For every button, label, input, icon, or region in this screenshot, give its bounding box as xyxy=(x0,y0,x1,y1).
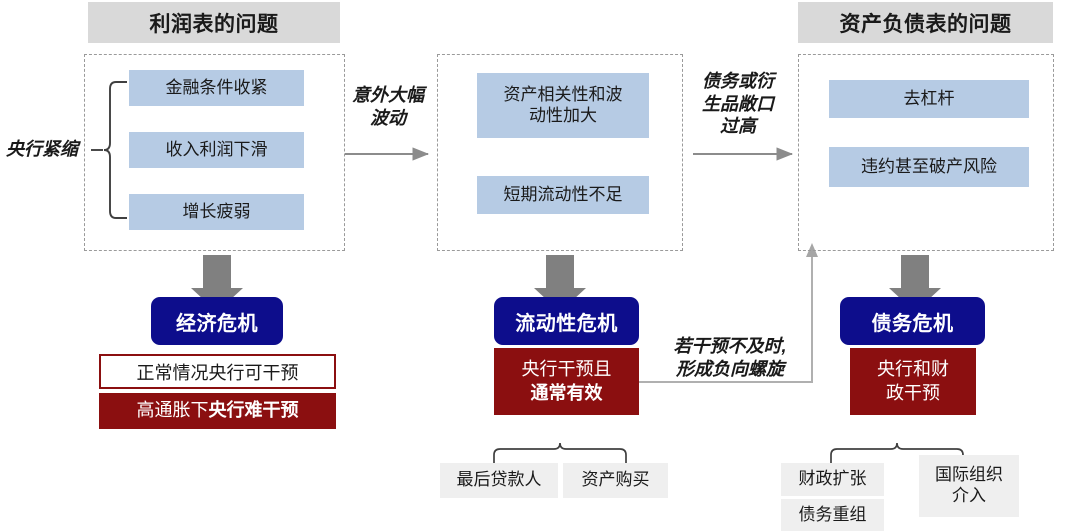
leaf-liquidity-2: 资产购买 xyxy=(563,463,668,498)
debt-response-box: 央行和财 政干预 xyxy=(850,348,976,415)
leaf-debt-3: 国际组织 介入 xyxy=(919,455,1019,517)
chip-market-2: 短期流动性不足 xyxy=(477,176,649,214)
dashed-container-market xyxy=(437,54,683,251)
leaf-liquidity-1: 最后贷款人 xyxy=(440,463,558,498)
annotation-feedback-loop: 若干预不及时, 形成负向螺旋 xyxy=(673,336,787,379)
liquidity-response-box: 央行干预且 通常有效 xyxy=(494,348,639,415)
crisis-pill-liquidity: 流动性危机 xyxy=(494,297,639,345)
chip-income-1: 金融条件收紧 xyxy=(129,70,304,106)
dashed-container-balance-sheet xyxy=(798,54,1054,251)
economic-response-highinflation: 高通胀下 央行难干预 xyxy=(99,393,336,429)
crisis-pill-economic: 经济危机 xyxy=(151,297,283,345)
leaf-debt-2: 债务重组 xyxy=(781,499,884,531)
debt-response-line-1: 央行和财 xyxy=(877,359,949,380)
economic-response-bold-text: 央行难干预 xyxy=(208,400,299,421)
chip-income-2: 收入利润下滑 xyxy=(129,132,304,168)
chip-income-3: 增长疲弱 xyxy=(129,194,304,230)
bracket-liquidity-leaves xyxy=(493,442,627,463)
leaf-debt-1: 财政扩张 xyxy=(781,463,884,496)
debt-response-line-2: 政干预 xyxy=(886,382,940,403)
chip-balance-2: 违约甚至破产风险 xyxy=(829,147,1029,187)
liquidity-response-regular-text: 央行干预且 xyxy=(521,359,612,380)
annotation-left-driver: 央行紧缩 xyxy=(6,139,78,159)
column-header-income-statement: 利润表的问题 xyxy=(88,2,340,43)
economic-response-regular-text: 高通胀下 xyxy=(136,400,209,421)
chip-balance-1: 去杠杆 xyxy=(829,80,1029,118)
column-header-balance-sheet: 资产负债表的问题 xyxy=(798,2,1053,43)
chip-market-1: 资产相关性和波 动性加大 xyxy=(477,73,649,138)
liquidity-response-bold-text: 通常有效 xyxy=(530,382,603,403)
annotation-transition-2: 债务或衍 生品敞口 过高 xyxy=(702,71,774,136)
crisis-pill-debt: 债务危机 xyxy=(840,297,985,345)
dashed-container-income-statement xyxy=(84,54,345,251)
annotation-transition-1: 意外大幅 波动 xyxy=(352,85,424,128)
economic-response-normal: 正常情况央行可干预 xyxy=(99,354,336,389)
